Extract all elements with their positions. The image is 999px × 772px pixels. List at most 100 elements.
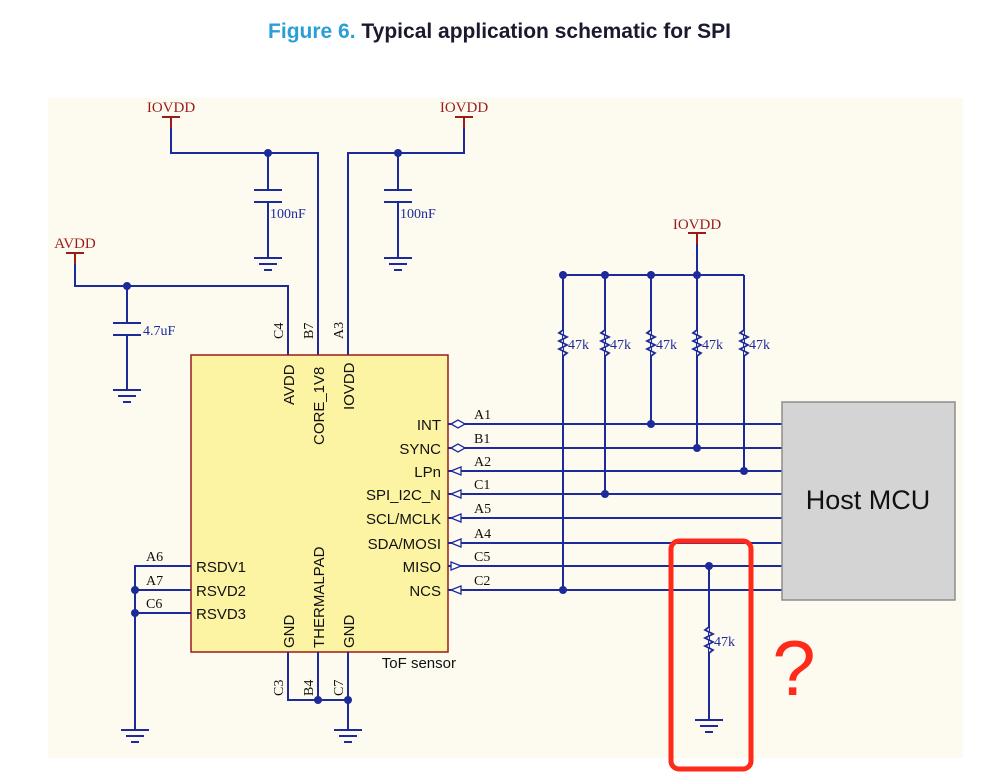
- resistor-zigzags: [556, 329, 751, 357]
- junction-dot: [123, 282, 131, 290]
- svg-text:RSVD2: RSVD2: [196, 583, 246, 600]
- right-pin-c2: NCS C2: [409, 574, 490, 600]
- iovdd-symbol-pullups: IOVDD: [673, 217, 721, 244]
- top-pin-b7: B7 CORE_1V8: [302, 323, 328, 445]
- svg-text:C5: C5: [474, 550, 490, 565]
- junction-dot: [394, 149, 402, 157]
- svg-text:B4: B4: [302, 680, 317, 696]
- svg-text:THERMALPAD: THERMALPAD: [311, 546, 328, 648]
- svg-text:IOVDD: IOVDD: [341, 362, 358, 410]
- right-pin-a5: SCL/MCLK A5: [366, 502, 491, 528]
- ground-symbol: [695, 719, 723, 733]
- junction-dot: [344, 696, 352, 704]
- svg-text:B1: B1: [474, 432, 490, 447]
- svg-text:100nF: 100nF: [270, 207, 306, 222]
- bottom-pin-c7: GND C7: [332, 615, 358, 697]
- svg-text:SDA/MOSI: SDA/MOSI: [368, 536, 441, 553]
- junction-dot: [559, 586, 567, 594]
- question-mark: ?: [772, 624, 815, 712]
- svg-text:IOVDD: IOVDD: [673, 217, 721, 233]
- svg-text:SPI_I2C_N: SPI_I2C_N: [366, 487, 441, 504]
- svg-text:IOVDD: IOVDD: [440, 100, 488, 116]
- bottom-pin-c3: GND C3: [272, 615, 298, 697]
- left-pin-a7: A7 RSVD2: [146, 574, 246, 600]
- ground-symbol: [384, 257, 412, 271]
- left-pin-a6: A6 RSDV1: [146, 550, 246, 576]
- svg-text:A1: A1: [474, 408, 491, 423]
- figure-caption: Figure 6. Typical application schematic …: [0, 20, 999, 44]
- junction-dot: [647, 420, 655, 428]
- svg-text:47k: 47k: [749, 338, 770, 353]
- svg-text:GND: GND: [281, 615, 298, 649]
- svg-text:100nF: 100nF: [400, 207, 436, 222]
- avdd-symbol: AVDD: [54, 236, 96, 264]
- right-pin-a4: SDA/MOSI A4: [368, 527, 491, 553]
- junction-dot: [131, 609, 139, 617]
- left-pin-wires: [134, 565, 191, 730]
- right-pin-c5: MISO C5: [403, 550, 491, 576]
- ground-symbol: [334, 729, 362, 743]
- bottom-pin-wires: [287, 652, 349, 730]
- left-pin-c6: C6 RSVD3: [146, 597, 246, 623]
- svg-text:A2: A2: [474, 455, 491, 470]
- figure-title: Typical application schematic for SPI: [361, 20, 731, 43]
- svg-text:INT: INT: [417, 417, 441, 434]
- svg-text:4.7uF: 4.7uF: [143, 324, 176, 339]
- chip-name: ToF sensor: [382, 655, 456, 672]
- top-pin-c4: C4 AVDD: [272, 323, 298, 405]
- svg-text:CORE_1V8: CORE_1V8: [311, 367, 328, 445]
- miso-pulldown: 47k: [702, 566, 735, 720]
- svg-text:A4: A4: [474, 527, 491, 542]
- highlight-box: [668, 538, 754, 772]
- pullup-resistor-2: 47k: [604, 275, 631, 494]
- bottom-pin-b4: THERMALPAD B4: [302, 546, 328, 696]
- ground-symbol: [254, 257, 282, 271]
- junction-dot: [601, 490, 609, 498]
- svg-text:C7: C7: [332, 680, 347, 696]
- ground-symbol: [113, 389, 141, 403]
- svg-text:A6: A6: [146, 550, 163, 565]
- svg-text:RSDV1: RSDV1: [196, 559, 246, 576]
- svg-text:C4: C4: [272, 323, 287, 339]
- host-mcu-label: Host MCU: [806, 485, 931, 515]
- svg-text:SYNC: SYNC: [399, 441, 441, 458]
- svg-text:SCL/MCLK: SCL/MCLK: [366, 511, 441, 528]
- svg-text:47k: 47k: [714, 635, 735, 650]
- pullup-resistor-4: 47k: [696, 275, 723, 448]
- svg-text:MISO: MISO: [403, 559, 441, 576]
- iovdd-symbol-right: IOVDD: [440, 100, 488, 128]
- svg-text:A3: A3: [332, 322, 347, 339]
- host-mcu-block: [781, 401, 956, 601]
- svg-text:RSVD3: RSVD3: [196, 606, 246, 623]
- svg-text:AVDD: AVDD: [54, 236, 96, 252]
- junction-dot: [131, 586, 139, 594]
- top-pin-a3: A3 IOVDD: [332, 322, 358, 410]
- pullup-resistor-5: 47k: [743, 275, 770, 471]
- svg-text:B7: B7: [302, 323, 317, 339]
- svg-text:AVDD: AVDD: [281, 364, 298, 405]
- svg-text:GND: GND: [341, 615, 358, 649]
- svg-text:C3: C3: [272, 680, 287, 696]
- svg-text:IOVDD: IOVDD: [147, 100, 195, 116]
- iovdd-symbol-left: IOVDD: [147, 100, 195, 128]
- svg-text:C1: C1: [474, 478, 490, 493]
- capacitor-4u7: 4.7uF: [113, 322, 176, 339]
- junction-dot: [264, 149, 272, 157]
- ground-symbol: [121, 729, 149, 743]
- junction-dot: [740, 467, 748, 475]
- right-pin-a1: INT A1: [417, 408, 491, 434]
- svg-text:47k: 47k: [568, 338, 589, 353]
- svg-text:LPn: LPn: [414, 464, 441, 481]
- svg-text:C2: C2: [474, 574, 490, 589]
- right-pin-c1: SPI_I2C_N C1: [366, 478, 490, 504]
- svg-text:NCS: NCS: [409, 583, 441, 600]
- junction-dot: [693, 444, 701, 452]
- svg-text:47k: 47k: [702, 338, 723, 353]
- capacitor-100nf-right: 100nF: [384, 189, 436, 222]
- figure-number: Figure 6.: [268, 20, 356, 43]
- junction-dot: [314, 696, 322, 704]
- svg-text:47k: 47k: [610, 338, 631, 353]
- capacitor-100nf-left: 100nF: [254, 189, 306, 222]
- tof-sensor-chip: [190, 354, 449, 653]
